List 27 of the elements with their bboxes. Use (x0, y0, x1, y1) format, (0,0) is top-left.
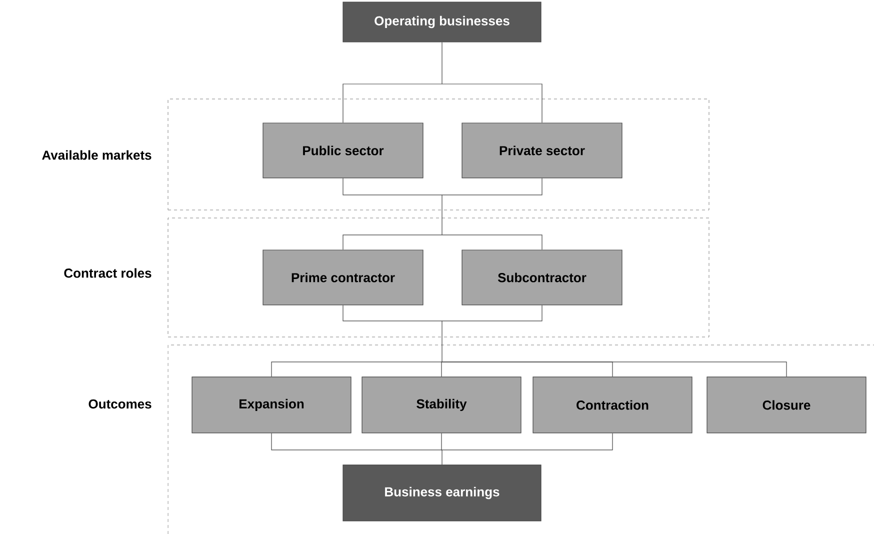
process-box: Private sector (462, 122, 622, 178)
connector-line (342, 178, 442, 196)
connector-line (271, 362, 442, 377)
process-box: Public sector (262, 122, 424, 178)
connector-line (441, 362, 442, 377)
connector-line (442, 432, 613, 450)
connector-line (342, 304, 442, 322)
band-label: Contract roles (64, 268, 152, 278)
connector-line (442, 178, 542, 196)
process-box: Expansion (192, 376, 352, 434)
process-box: Stability (362, 376, 522, 434)
connector-line (442, 362, 787, 377)
process-box: Contraction (532, 376, 692, 434)
connector-line (271, 432, 442, 450)
process-box: Prime contractor (262, 250, 424, 306)
connector-line (441, 432, 442, 450)
process-box: Subcontractor (462, 250, 622, 306)
band-label: Outcomes (88, 399, 152, 409)
connector-line (342, 84, 442, 123)
connector-line (442, 84, 542, 123)
process-box: Operating businesses (342, 2, 542, 42)
connector-line (442, 304, 542, 322)
band-label: Available markets (42, 150, 152, 160)
process-box: Business earnings (342, 464, 542, 522)
connector-line (442, 234, 542, 250)
process-box: Closure (706, 376, 866, 434)
connector-line (342, 234, 442, 250)
